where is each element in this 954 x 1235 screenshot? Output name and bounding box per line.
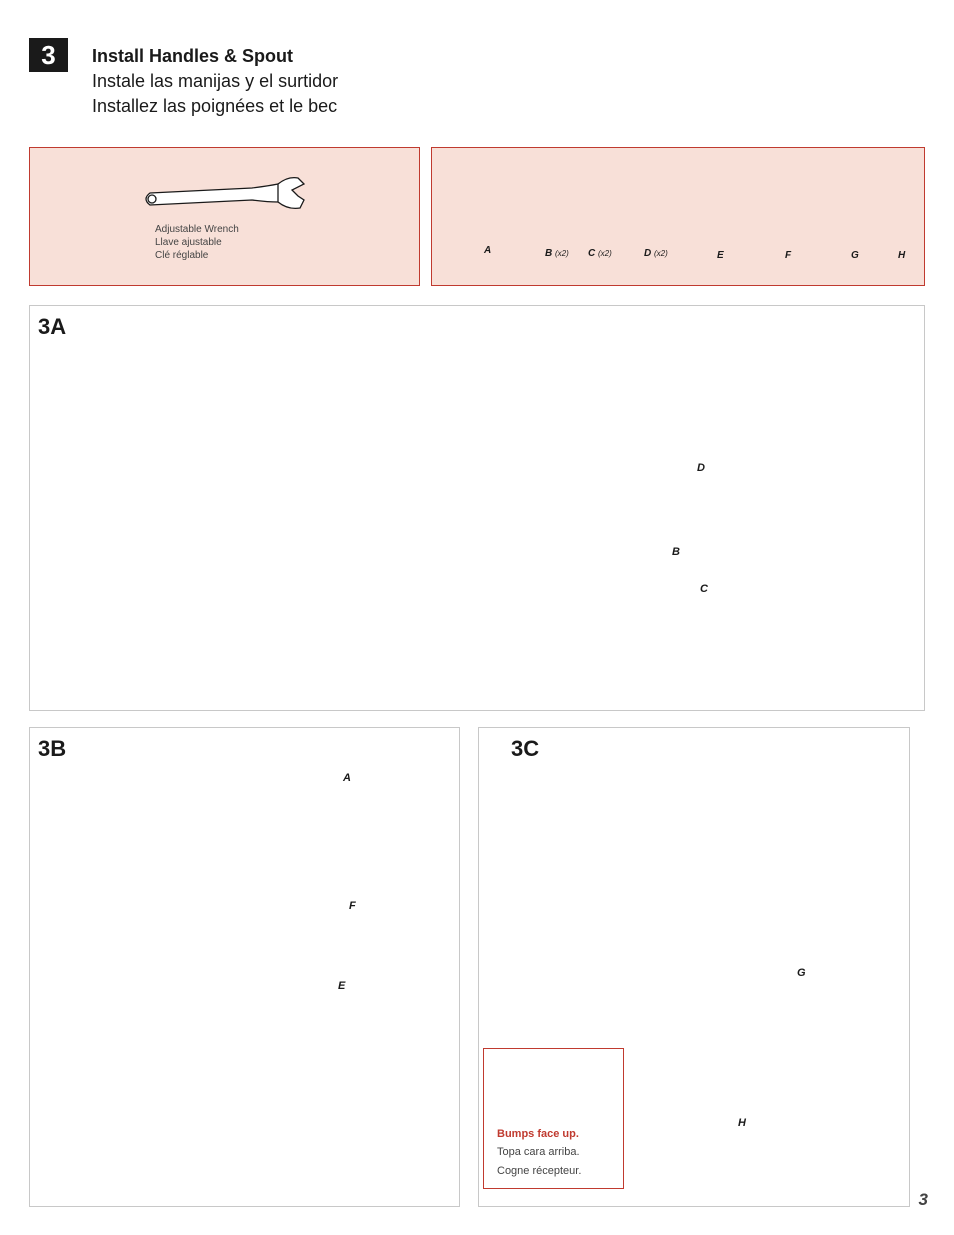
part-label-f: F	[785, 250, 792, 261]
part-label-c: C (x2)	[588, 248, 612, 259]
panel-3a: 3A D B C	[29, 305, 925, 711]
step-title-en: Install Handles & Spout	[92, 46, 294, 66]
part-label-b: B (x2)	[545, 248, 569, 259]
panel-3b-label: 3B	[38, 736, 67, 761]
part-label-g: G	[851, 250, 859, 261]
tools-panel: Adjustable Wrench Llave ajustable Clé ré…	[29, 147, 420, 286]
panel-3a-label: 3A	[38, 314, 67, 339]
callout-f: F	[349, 900, 356, 912]
page-number: 3	[918, 1190, 928, 1209]
panel-3b: 3B A F E	[29, 727, 460, 1207]
callout-g: G	[797, 967, 806, 979]
part-label-e: E	[717, 250, 724, 261]
bumps-note-box: Bumps face up. Topa cara arriba. Cogne r…	[483, 1048, 624, 1189]
callout-a: A	[343, 772, 351, 784]
parts-panel: A B (x2) C (x2) D (x2) E F G H	[431, 147, 925, 286]
adjustable-wrench-icon	[145, 176, 306, 210]
tool-name-es: Llave ajustable	[155, 237, 222, 248]
note-en: Bumps face up.	[497, 1128, 579, 1140]
step-title-es: Instale las manijas y el surtidor	[92, 71, 339, 91]
callout-c: C	[700, 583, 708, 595]
tool-name-en: Adjustable Wrench	[155, 224, 239, 235]
step-number-badge: 3	[29, 38, 68, 72]
part-label-h: H	[898, 250, 906, 261]
part-label-d: D (x2)	[644, 248, 668, 259]
panel-3c-label: 3C	[511, 736, 540, 761]
note-es: Topa cara arriba.	[497, 1146, 580, 1158]
step-title-fr: Installez las poignées et le bec	[92, 96, 338, 116]
callout-h: H	[738, 1117, 746, 1129]
callout-b: B	[672, 546, 680, 558]
callout-e: E	[338, 980, 346, 992]
tool-name-fr: Clé réglable	[155, 250, 209, 261]
part-label-a: A	[484, 245, 492, 256]
note-fr: Cogne récepteur.	[497, 1165, 582, 1177]
callout-d: D	[697, 462, 705, 474]
